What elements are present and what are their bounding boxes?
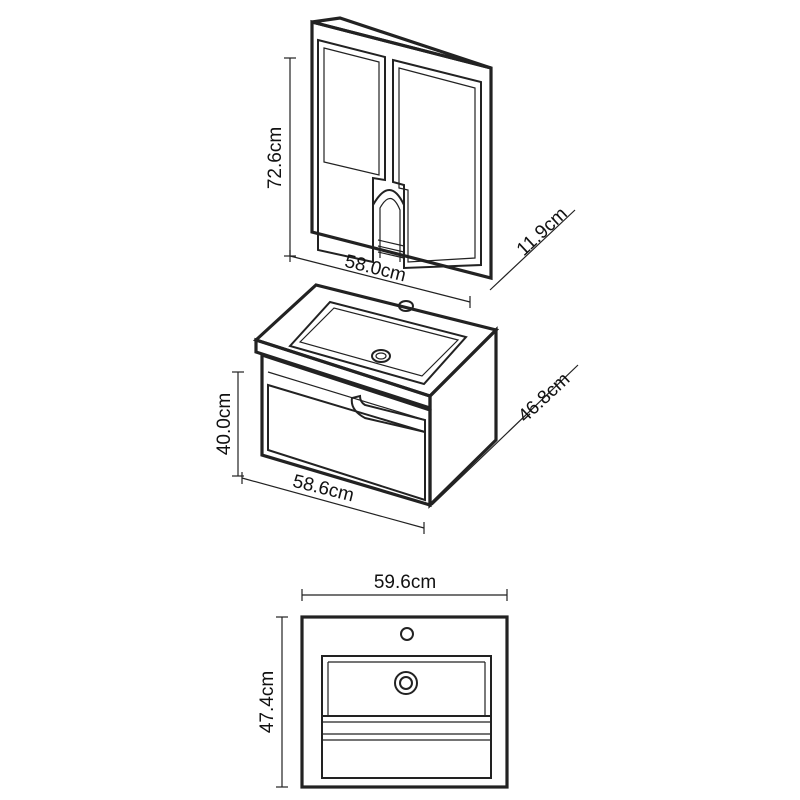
vanity-width-dimension: 58.6cm [241,471,425,534]
mirror-height-dimension: 72.6cm [265,57,296,257]
basin-depth-dimension: 47.4cm [257,616,288,788]
basin-width-label: 59.6cm [374,572,436,593]
mirror-height-label: 72.6cm [265,127,286,189]
vanity-unit-drawing [252,283,500,509]
mirror-cabinet-drawing [310,16,493,281]
vanity-height-label: 40.0cm [214,393,235,455]
vanity-height-dimension: 40.0cm [214,371,244,477]
vanity-width-label: 58.6cm [291,471,357,506]
vanity-depth-label: 46.8cm [514,369,574,427]
basin-width-dimension: 59.6cm [301,572,508,601]
mirror-width-dimension: 58.0cm [289,250,471,308]
mirror-depth-dimension: 11.9cm [489,204,576,291]
basin-depth-label: 47.4cm [257,671,278,733]
vanity-depth-dimension: 46.8cm [431,364,579,506]
basin-top-view-drawing [300,615,509,789]
mirror-depth-label: 11.9cm [513,204,572,261]
